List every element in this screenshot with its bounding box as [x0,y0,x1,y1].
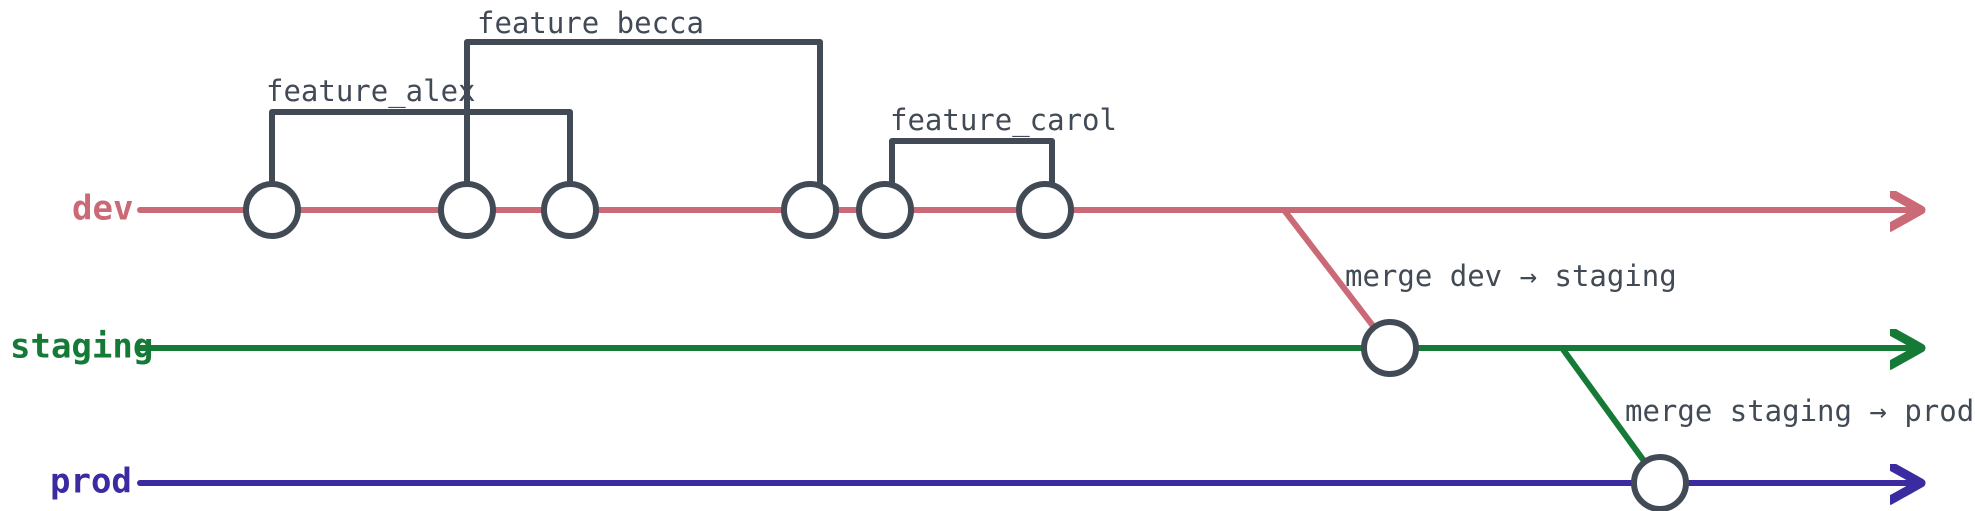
feature-branch-label-becca: feature_becca [477,6,704,41]
feature-branch-label-alex: feature_alex [266,74,476,109]
lane-label-staging: staging [10,327,153,367]
commit-node[interactable] [1016,181,1074,239]
merge-commit-node-staging[interactable] [1361,319,1419,377]
merge-label-dev-to-staging: merge dev → staging [1345,259,1677,293]
commit-node[interactable] [856,181,914,239]
feature-branch-bracket-carol [889,138,1055,187]
merge-label-staging-to-prod: merge staging → prod [1625,394,1974,428]
merge-edge-dev-to-staging [1281,207,1393,351]
lane-label-prod: prod [50,462,132,502]
feature-branch-brackets [269,39,1055,187]
merge-commit-node-prod[interactable] [1631,454,1689,511]
merge-labels: merge dev → staging merge staging → prod [1345,259,1974,428]
lane-labels: dev staging prod [10,189,153,502]
feature-branch-bracket-alex [269,109,573,187]
commit-node[interactable] [781,181,839,239]
lane-label-dev: dev [72,189,133,229]
commit-node[interactable] [438,181,496,239]
commit-nodes [243,181,1689,511]
lane-lines [137,210,1915,483]
feature-branch-label-carol: feature_carol [890,103,1117,138]
commit-node[interactable] [541,181,599,239]
commit-node[interactable] [243,181,301,239]
feature-branch-bracket-becca [464,39,823,187]
feature-branch-labels: feature_alex feature_becca feature_carol [266,6,1117,138]
